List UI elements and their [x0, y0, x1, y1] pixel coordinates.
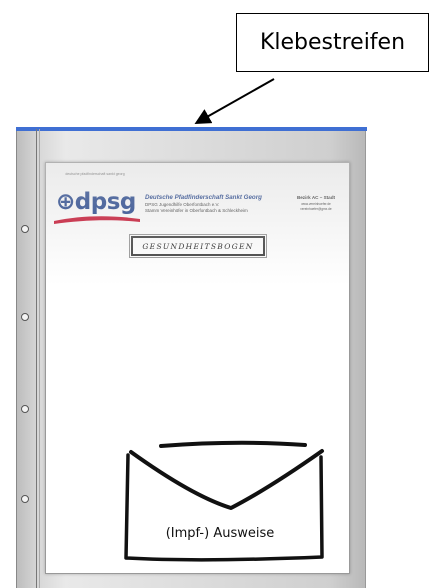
envelope-label: (Impf-) Ausweise	[150, 526, 290, 541]
envelope-flap	[131, 451, 322, 508]
envelope-top-stroke	[161, 443, 305, 446]
